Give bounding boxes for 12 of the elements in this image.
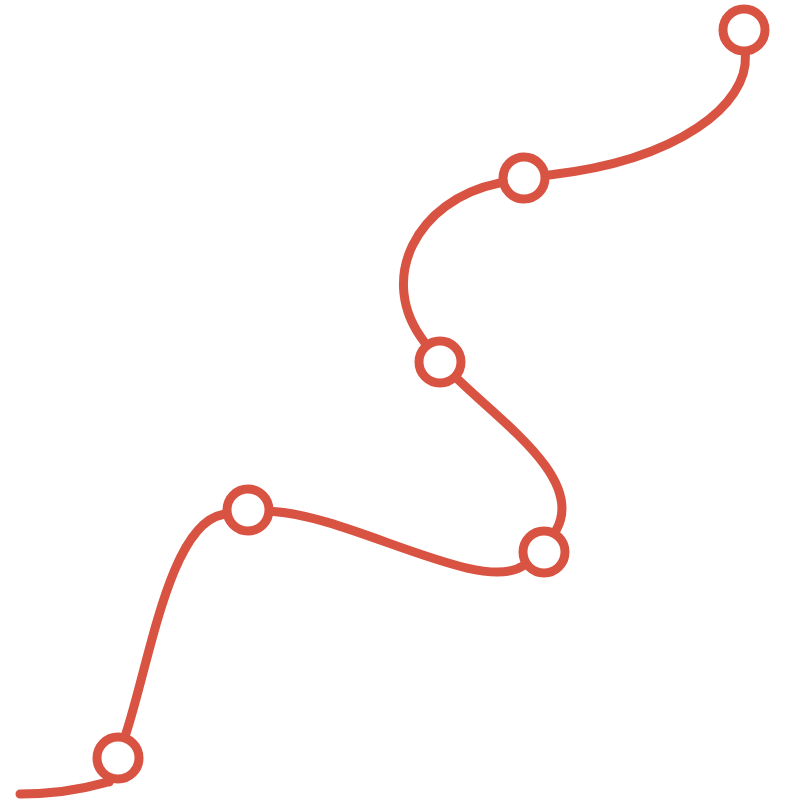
path-line [15,777,114,799]
waypoint-circle [222,484,274,536]
path-line [268,507,528,577]
waypoint-circle [414,336,466,388]
waypoint-circle [92,732,144,784]
path-line [544,50,750,180]
waypoint-circle [718,4,770,56]
path-line [453,375,567,535]
path-line [399,178,504,347]
path-line [121,510,228,739]
waypoint-circle [498,152,550,204]
waypoint-circle [518,526,570,578]
